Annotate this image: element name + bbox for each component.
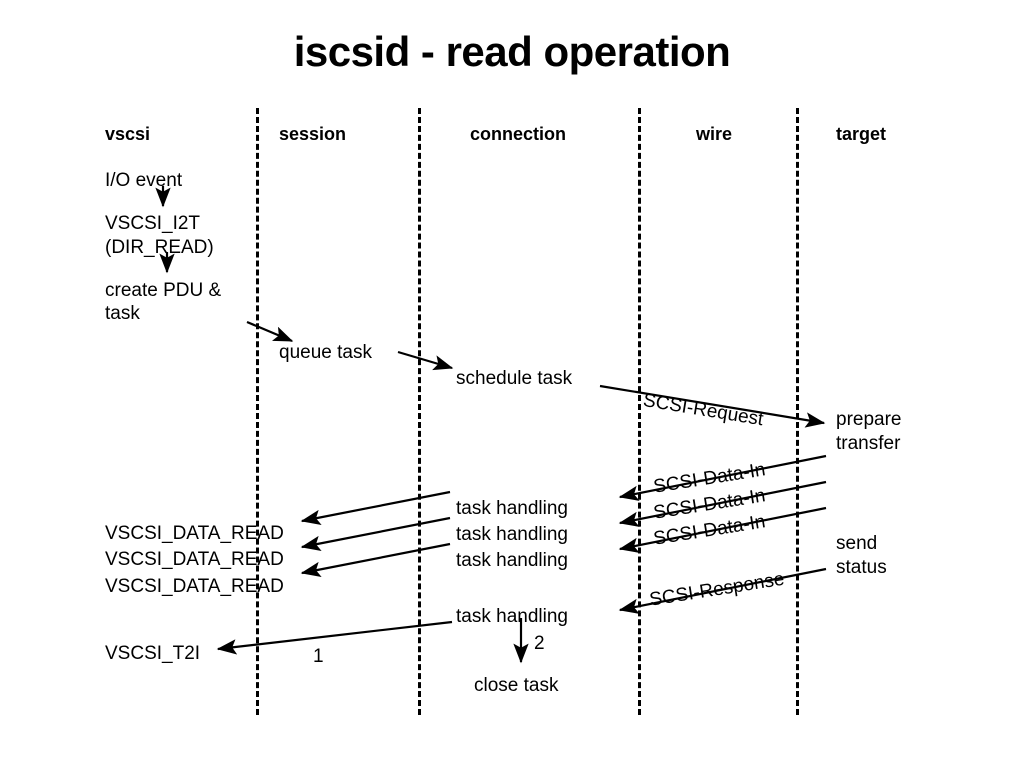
arrow-create-to-queue [246, 320, 294, 343]
page-title: iscsid - read operation [293, 28, 731, 75]
label-vscsi-i2t: VSCSI_I2T [105, 213, 201, 234]
label-vscsi-data-read-1: VSCSI_DATA_READ [105, 523, 284, 544]
label-task-handling-3: task handling [456, 550, 568, 571]
label-prepare-transfer: prepare [836, 409, 902, 430]
label-create-pdu-task2: task [105, 303, 140, 324]
lane-header-vscsi: vscsi [105, 124, 151, 144]
label-prepare-transfer2: transfer [836, 433, 901, 454]
label-schedule-task: schedule task [456, 368, 573, 389]
label-queue-task: queue task [279, 342, 372, 363]
lifeline-target [796, 108, 799, 715]
label-task-handling-2: task handling [456, 524, 568, 545]
label-io-event: I/O event [105, 170, 183, 191]
label-create-pdu-task: create PDU & [105, 280, 222, 301]
arrow-handling-to-read-1 [300, 490, 451, 526]
arrow-queue-to-schedule [397, 350, 454, 371]
arrow-handling-to-read-3 [300, 542, 451, 578]
lane-header-wire: wire [696, 124, 733, 144]
arrow-handling-to-t2i [216, 620, 453, 655]
wire-label-scsi-request: SCSI-Request [641, 390, 765, 431]
label-send-status: send [836, 533, 878, 554]
lane-header-target: target [836, 124, 887, 144]
arrow-handling-to-read-2 [300, 516, 451, 552]
wire-label-scsi-response: SCSI-Response [648, 568, 786, 611]
label-vscsi-data-read-2: VSCSI_DATA_READ [105, 549, 284, 570]
step-1: 1 [313, 646, 324, 667]
step-2: 2 [534, 633, 545, 654]
label-close-task: close task [474, 675, 559, 696]
label-send-status2: status [836, 557, 887, 578]
lane-header-session: session [279, 124, 347, 144]
label-dir-read: (DIR_READ) [105, 237, 214, 258]
label-task-handling-1: task handling [456, 498, 568, 519]
label-task-handling-4: task handling [456, 606, 568, 627]
lane-header-connection: connection [470, 124, 567, 144]
lifeline-session [256, 108, 259, 715]
lifeline-connection [418, 108, 421, 715]
label-vscsi-data-read-3: VSCSI_DATA_READ [105, 576, 284, 597]
label-vscsi-t2i: VSCSI_T2I [105, 643, 201, 664]
